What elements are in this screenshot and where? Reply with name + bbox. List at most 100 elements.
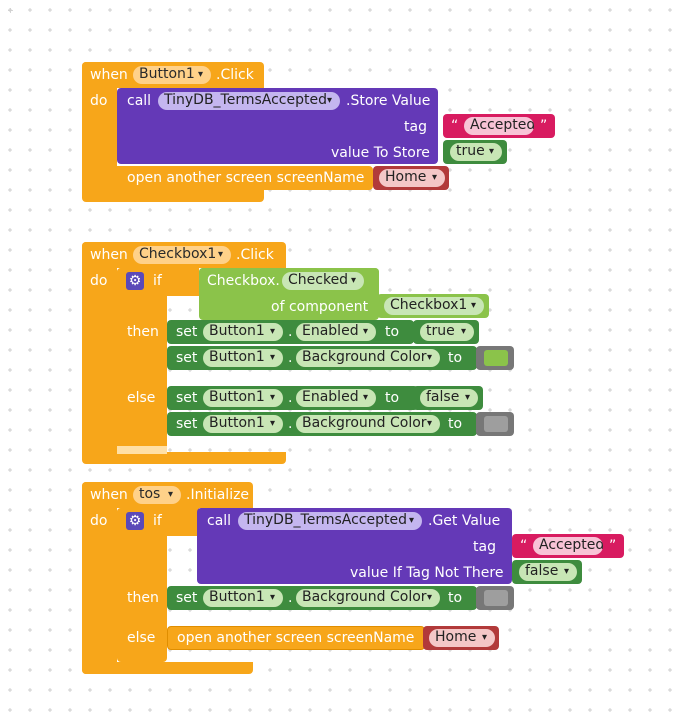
when-label: when	[90, 67, 128, 83]
boolean-dropdown[interactable]: false▾	[420, 389, 478, 407]
tag-label: tag	[473, 539, 496, 555]
else-label: else	[127, 390, 156, 406]
tinydb-dropdown[interactable]: TinyDB_TermsAccepted▾	[158, 92, 340, 110]
component-dropdown[interactable]: Button1▾	[203, 349, 283, 367]
event-footer	[82, 662, 253, 674]
chevron-down-icon: ▾	[326, 95, 332, 106]
component-dropdown[interactable]: Button1▾	[133, 66, 211, 84]
dot-label: .	[288, 350, 293, 366]
if-label: if	[153, 273, 162, 289]
component-dropdown[interactable]: Checkbox1▾	[384, 297, 484, 315]
quote-open-icon: “	[451, 118, 459, 134]
chevron-down-icon: ▾	[563, 566, 569, 577]
dot-label: .	[288, 324, 293, 340]
when-label: when	[90, 247, 128, 263]
do-label: do	[90, 273, 108, 289]
chevron-down-icon: ▾	[269, 592, 275, 603]
color-swatch-green[interactable]	[484, 350, 508, 366]
dot-label: .	[288, 416, 293, 432]
tag-label: tag	[404, 119, 427, 135]
set-label: set	[176, 416, 198, 432]
chevron-down-icon: ▾	[464, 392, 470, 403]
chevron-down-icon: ▾	[426, 352, 432, 363]
chevron-down-icon: ▾	[269, 392, 275, 403]
to-label: to	[448, 416, 463, 432]
chevron-down-icon: ▾	[488, 146, 494, 157]
color-swatch-gray[interactable]	[484, 416, 508, 432]
call-label: call	[207, 513, 232, 529]
if-else-block[interactable]	[117, 268, 167, 452]
component-dropdown[interactable]: Button1▾	[203, 415, 283, 433]
value-if-tag-not-there-label: value If Tag Not There	[350, 565, 504, 581]
property-dropdown[interactable]: Checked▾	[282, 272, 364, 290]
open-screen-label: open another screen screenName	[127, 170, 365, 186]
then-label: then	[127, 590, 159, 606]
chevron-down-icon: ▾	[217, 249, 223, 260]
event-footer	[82, 452, 286, 464]
set-label: set	[176, 590, 198, 606]
event-left-bar	[82, 482, 117, 674]
boolean-dropdown[interactable]: false▾	[519, 563, 577, 581]
do-label: do	[90, 513, 108, 529]
if-label: if	[153, 513, 162, 529]
chevron-down-icon: ▾	[197, 69, 203, 80]
chevron-down-icon: ▾	[167, 489, 173, 500]
property-dropdown[interactable]: Background Color▾	[296, 349, 440, 367]
open-screen-label: open another screen screenName	[177, 630, 415, 646]
property-dropdown[interactable]: Enabled▾	[296, 323, 376, 341]
then-label: then	[127, 324, 159, 340]
color-swatch-gray[interactable]	[484, 590, 508, 606]
to-label: to	[448, 590, 463, 606]
component-dropdown[interactable]: Button1▾	[203, 589, 283, 607]
component-dropdown[interactable]: Checkbox1▾	[133, 246, 231, 264]
call-label: call	[127, 93, 152, 109]
component-dropdown[interactable]: tos▾	[133, 486, 181, 504]
dot-label: .	[288, 590, 293, 606]
do-label: do	[90, 93, 108, 109]
text-value[interactable]: Accepted	[533, 537, 603, 555]
quote-open-icon: “	[520, 538, 528, 554]
text-value[interactable]: Accepted	[464, 117, 534, 135]
boolean-dropdown[interactable]: true▾	[420, 323, 474, 341]
chevron-down-icon: ▾	[470, 300, 476, 311]
tinydb-dropdown[interactable]: TinyDB_TermsAccepted▾	[238, 512, 422, 530]
gear-icon[interactable]: ⚙	[126, 272, 144, 290]
chevron-down-icon: ▾	[269, 352, 275, 363]
boolean-dropdown[interactable]: true▾	[450, 143, 502, 161]
component-dropdown[interactable]: Button1▾	[203, 389, 283, 407]
chevron-down-icon: ▾	[431, 172, 437, 183]
method-name: .Get Value	[428, 513, 501, 529]
when-label: when	[90, 487, 128, 503]
if-footer	[117, 446, 167, 454]
quote-close-icon: ”	[609, 538, 617, 554]
property-dropdown[interactable]: Background Color▾	[296, 415, 440, 433]
checkbox-getter-label: Checkbox.	[207, 273, 280, 289]
event-left-bar	[82, 62, 117, 200]
property-dropdown[interactable]: Enabled▾	[296, 389, 376, 407]
dot-label: .	[288, 390, 293, 406]
set-label: set	[176, 390, 198, 406]
component-dropdown[interactable]: Button1▾	[203, 323, 283, 341]
of-component-label: of component	[271, 299, 369, 315]
quote-close-icon: ”	[540, 118, 548, 134]
method-name: .Store Value	[346, 93, 431, 109]
open-another-screen-block[interactable]	[117, 166, 373, 190]
chevron-down-icon: ▾	[426, 418, 432, 429]
to-label: to	[448, 350, 463, 366]
chevron-down-icon: ▾	[269, 326, 275, 337]
gear-icon[interactable]: ⚙	[126, 512, 144, 530]
else-label: else	[127, 630, 156, 646]
event-left-bar	[82, 242, 117, 462]
screen-dropdown[interactable]: Home▾	[429, 629, 495, 647]
property-dropdown[interactable]: Background Color▾	[296, 589, 440, 607]
chevron-down-icon: ▾	[350, 275, 356, 286]
event-name: .Click	[236, 247, 274, 263]
event-name: .Initialize	[186, 487, 250, 503]
screen-dropdown[interactable]: Home▾	[379, 169, 445, 187]
set-label: set	[176, 350, 198, 366]
chevron-down-icon: ▾	[460, 326, 466, 337]
to-label: to	[385, 324, 400, 340]
open-another-screen-block[interactable]	[167, 626, 425, 650]
chevron-down-icon: ▾	[481, 632, 487, 643]
event-footer	[82, 190, 264, 202]
